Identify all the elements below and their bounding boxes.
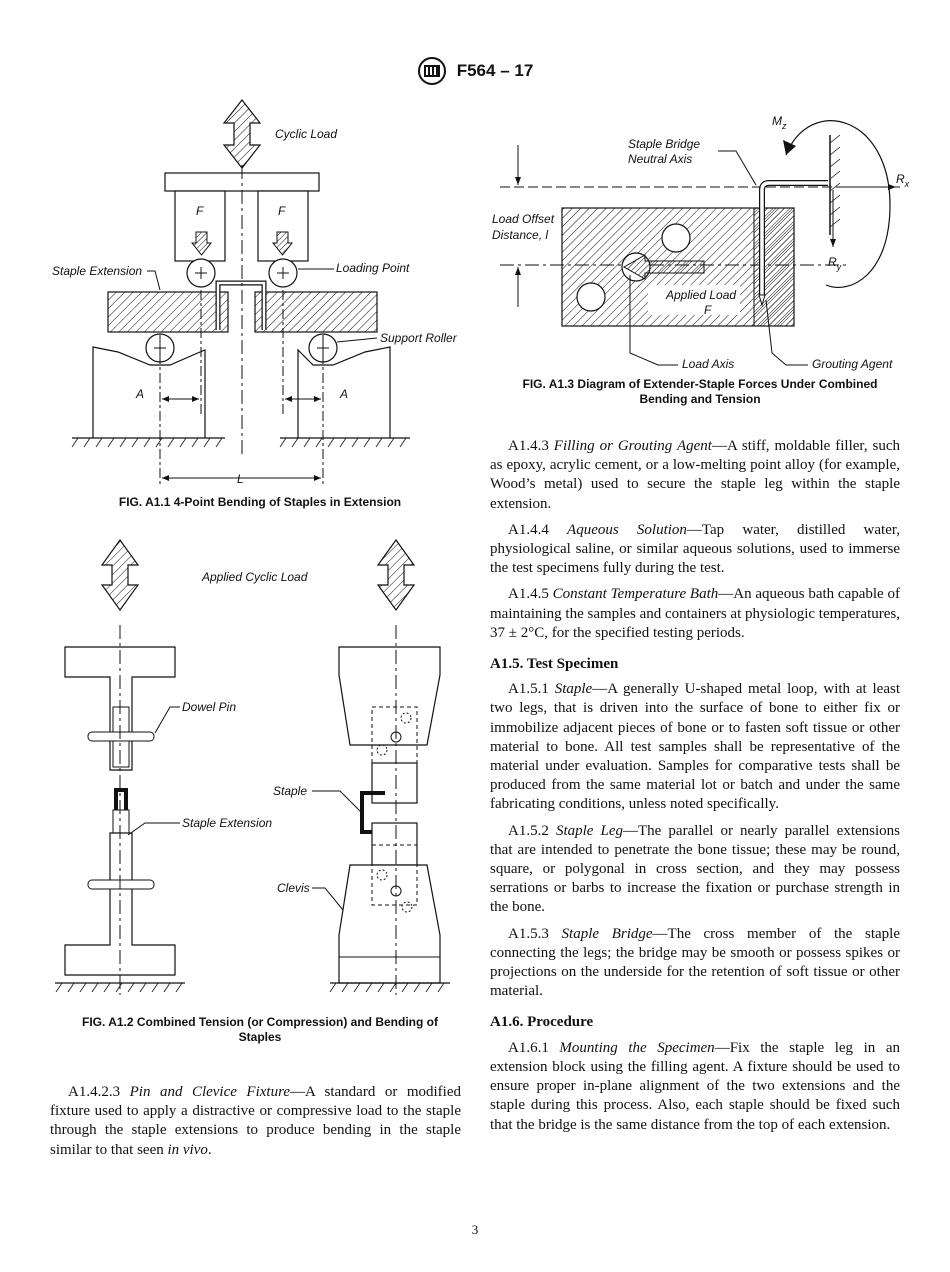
right-column-text: A1.4.3 Filling or Grouting Agent—A stiff… (490, 437, 900, 1142)
moment-mz-label: Mz (772, 114, 787, 131)
figure-a1-2-caption: FIG. A1.2 Combined Tension (or Compressi… (50, 1015, 470, 1045)
force-f-right-label: F (278, 204, 286, 218)
paragraph-a1-5-1: A1.5.1 Staple—A generally U-shaped metal… (490, 681, 901, 813)
bridge-axis-label-line2: Neutral Axis (628, 152, 692, 166)
figure-a1-2-caption-line2: Staples (238, 1030, 282, 1044)
paragraph-a1-5-2: A1.5.2 Staple Leg—The parallel or nearly… (490, 822, 900, 916)
support-roller-label: Support Roller (380, 331, 458, 345)
paragraph-a1-4-3: A1.4.3 Filling or Grouting Agent—A stiff… (490, 438, 901, 512)
cyclic-load-arrow-icon (222, 99, 262, 169)
heading-procedure: A1.6. Procedure (490, 1014, 594, 1031)
force-f-label: F (704, 303, 712, 317)
loading-point-label: Loading Point (336, 261, 410, 275)
right-load-arrow-icon (376, 538, 416, 612)
paragraph-a1-4-5: A1.4.5 Constant Temperature Bath—An aque… (490, 586, 900, 641)
staple-extension-label-2: Staple Extension (182, 816, 272, 830)
heading-test-specimen: A1.5. Test Specimen (490, 656, 619, 673)
figure-a1-3-caption-line2: Bending and Tension (639, 392, 761, 406)
clevis-label: Clevis (277, 881, 310, 895)
astm-logo-icon (417, 57, 446, 85)
force-f-left-label: F (196, 204, 204, 218)
paragraph-a1-4-4: A1.4.4 Aqueous Solution—Tap water, disti… (490, 521, 901, 577)
distance-a-right-label: A (339, 387, 348, 401)
applied-cyclic-load-label: Applied Cyclic Load (201, 570, 308, 584)
load-offset-label-line1: Load Offset (492, 212, 555, 226)
left-column-text: A1.4.2.3 Pin and Clevice Fixture—A stand… (50, 1083, 461, 1167)
figure-a1-3: Mz Staple Bridge Neutral Axis Load Offse… (492, 114, 910, 371)
dowel-pin-label: Dowel Pin (182, 700, 236, 714)
bridge-axis-label-line1: Staple Bridge (628, 137, 700, 151)
distance-a-left-label: A (135, 387, 144, 401)
grouting-agent-label: Grouting Agent (812, 357, 893, 371)
applied-load-label: Applied Load (665, 288, 736, 302)
load-offset-label-line2: Distance, l (492, 228, 548, 242)
left-load-arrow-icon (100, 538, 140, 612)
page-number: 3 (471, 1222, 479, 1237)
figure-a1-1: Cyclic Load F F Staple Extension Loading… (52, 99, 458, 486)
staple-label: Staple (273, 784, 307, 798)
figure-a1-2-caption-line1: FIG. A1.2 Combined Tension (or Compressi… (81, 1015, 438, 1029)
figure-a1-3-caption: FIG. A1.3 Diagram of Extender-Staple For… (490, 377, 910, 407)
figure-a1-1-caption: FIG. A1.1 4-Point Bending of Staples in … (118, 495, 402, 509)
page-header: F564 – 17 (0, 56, 950, 86)
standard-id: F564 – 17 (456, 61, 534, 80)
cyclic-load-label: Cyclic Load (275, 127, 337, 141)
reaction-ry-label: Ry (828, 255, 842, 272)
reaction-rx-label: Rx (896, 172, 910, 189)
paragraph-a1-6-1: A1.6.1 Mounting the Specimen—Fix the sta… (490, 1039, 900, 1133)
staple-extension-label: Staple Extension (52, 264, 142, 278)
load-axis-label: Load Axis (682, 357, 734, 371)
applied-load-arrow-icon (622, 254, 705, 280)
span-l-label: L (237, 472, 244, 486)
figure-a1-2: Applied Cyclic Load Dowel Pin Staple Ext… (55, 538, 450, 995)
paragraph-a1-4-2-3: A1.4.2.3 Pin and Clevice Fixture—A stand… (50, 1084, 461, 1158)
figure-a1-3-caption-line1: FIG. A1.3 Diagram of Extender-Staple For… (522, 377, 878, 391)
paragraph-a1-5-3: A1.5.3 Staple Bridge—The cross member of… (490, 925, 901, 1000)
